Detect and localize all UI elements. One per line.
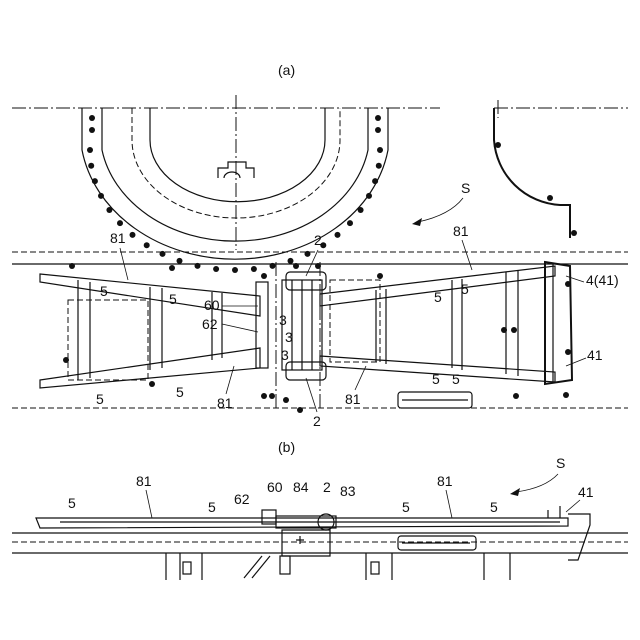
bolt-hole xyxy=(377,273,383,279)
caption-b: (b) xyxy=(278,439,295,455)
label-5-b-a: 5 xyxy=(68,495,76,511)
label-s-a: S xyxy=(461,180,470,196)
label-5-b-c: 5 xyxy=(402,499,410,515)
label-2-b: 2 xyxy=(323,479,331,495)
label-s-b: S xyxy=(556,455,565,471)
bolt-holes-frame xyxy=(63,263,571,413)
label-2-top: 2 xyxy=(314,232,322,248)
bolt-hole xyxy=(98,193,104,199)
bolt-hole xyxy=(358,207,364,213)
bolt-hole xyxy=(232,267,238,273)
bolt-hole xyxy=(366,193,372,199)
bolt-hole xyxy=(149,381,155,387)
bolt-hole xyxy=(315,263,321,269)
label-5-e: 5 xyxy=(96,391,104,407)
label-5-g: 5 xyxy=(432,371,440,387)
arm-side-rail xyxy=(36,518,568,528)
hub-mechanism-side xyxy=(244,510,336,578)
bolt-hole xyxy=(87,147,93,153)
bolt-hole xyxy=(283,397,289,403)
label-84-b: 84 xyxy=(293,479,309,495)
label-41: 41 xyxy=(587,347,603,363)
view-a: S xyxy=(12,95,628,429)
bolt-hole xyxy=(501,327,507,333)
bolt-holes-ring xyxy=(87,115,383,273)
bolt-hole xyxy=(372,178,378,184)
bolt-hole xyxy=(63,357,69,363)
bolt-hole xyxy=(376,163,382,169)
label-62: 62 xyxy=(202,316,218,332)
label-81-lower-left: 81 xyxy=(217,395,233,411)
bolt-hole xyxy=(177,258,183,264)
bolt-hole xyxy=(144,242,150,248)
label-41-b: 41 xyxy=(578,484,594,500)
label-3-a: 3 xyxy=(279,312,287,328)
bolt-hole xyxy=(565,281,571,287)
label-81-lower-right: 81 xyxy=(345,391,361,407)
bolt-hole xyxy=(106,207,112,213)
bolt-hole xyxy=(513,393,519,399)
arm-left xyxy=(40,274,260,388)
label-60: 60 xyxy=(204,297,220,313)
end-plate xyxy=(545,262,572,384)
bolt-hole xyxy=(269,393,275,399)
label-5-c: 5 xyxy=(434,289,442,305)
bolt-hole xyxy=(117,220,123,226)
bolt-hole xyxy=(169,265,175,271)
label-81-b-left: 81 xyxy=(136,473,152,489)
bolt-hole xyxy=(288,258,294,264)
label-5-b-b: 5 xyxy=(208,499,216,515)
label-5-h: 5 xyxy=(452,371,460,387)
bolt-hole xyxy=(347,220,353,226)
label-81-upper-right: 81 xyxy=(453,223,469,239)
bolt-hole xyxy=(251,266,257,272)
arm-right xyxy=(320,262,572,384)
bolt-hole xyxy=(261,273,267,279)
caption-a: (a) xyxy=(278,62,295,78)
bolt-hole xyxy=(375,115,381,121)
bolt-hole xyxy=(293,263,299,269)
bolt-hole xyxy=(335,232,341,238)
bolt-hole xyxy=(375,127,381,133)
label-3-b: 3 xyxy=(285,329,293,345)
bolt-hole xyxy=(213,266,219,272)
bolt-hole xyxy=(89,115,95,121)
bolt-hole xyxy=(89,127,95,133)
label-5-f: 5 xyxy=(176,384,184,400)
bolt-hole xyxy=(130,232,136,238)
label-5-a: 5 xyxy=(100,283,108,299)
label-62-b: 62 xyxy=(234,491,250,507)
label-3-c: 3 xyxy=(281,347,289,363)
label-2-bottom: 2 xyxy=(313,413,321,429)
label-60-b: 60 xyxy=(267,479,283,495)
bolt-hole xyxy=(511,327,517,333)
label-81-b-right: 81 xyxy=(437,473,453,489)
label-83-b: 83 xyxy=(340,483,356,499)
bolt-hole xyxy=(297,407,303,413)
label-81-upper-left: 81 xyxy=(110,230,126,246)
bolt-hole xyxy=(88,163,94,169)
label-5-b: 5 xyxy=(169,291,177,307)
bolt-hole xyxy=(92,178,98,184)
view-b: S xyxy=(12,455,628,580)
bolt-hole xyxy=(69,263,75,269)
side-arc xyxy=(494,108,570,238)
label-5-d: 5 xyxy=(461,281,469,297)
label-4-41: 4(41) xyxy=(586,272,619,288)
turntable-outer xyxy=(82,108,388,259)
bolt-hole xyxy=(261,393,267,399)
bolt-hole xyxy=(377,147,383,153)
bolt-hole xyxy=(565,349,571,355)
label-5-b-d: 5 xyxy=(490,499,498,515)
bolt-hole xyxy=(563,392,569,398)
